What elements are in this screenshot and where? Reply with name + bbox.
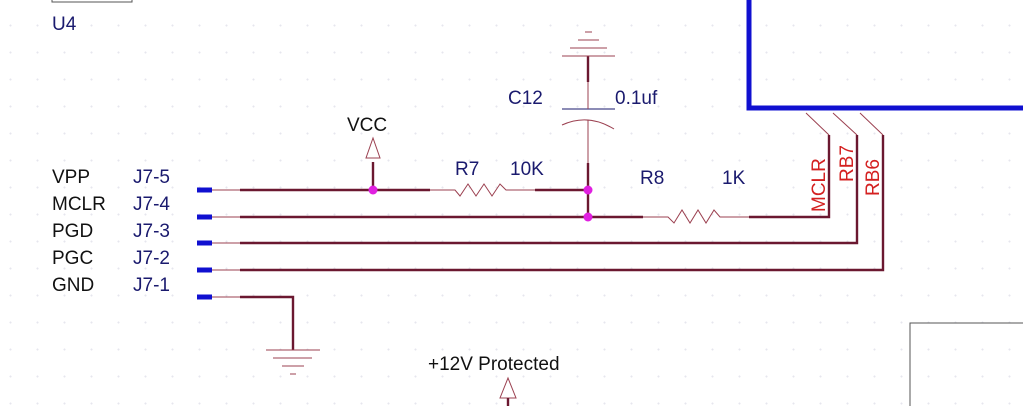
connector-pins (197, 187, 240, 300)
resistor-r8 (643, 209, 749, 224)
pin-label: J7-2 (133, 248, 170, 269)
vcc-label: VCC (347, 115, 387, 136)
r8-value: 1K (722, 168, 746, 189)
connector-labels: VPP MCLR PGD PGC GND J7-5 J7-4 J7-3 J7-2… (52, 167, 170, 296)
component-box (909, 322, 1023, 406)
wire-mclr (240, 135, 831, 219)
u4-box (51, 0, 133, 3)
capacitor-c12 (561, 119, 615, 130)
r7-ref: R7 (455, 159, 479, 180)
ic-pin-rb7: RB7 (837, 145, 858, 182)
wire-pgd (240, 135, 859, 245)
power-12v-symbol (499, 376, 517, 399)
c12-value: 0.1uf (615, 88, 658, 109)
r8-ref: R8 (640, 168, 664, 189)
ic-pin-rb6: RB6 (863, 159, 884, 196)
wire-gnd (240, 295, 295, 350)
resistor-r7 (430, 183, 535, 197)
pin-label: J7-4 (133, 194, 170, 215)
power-label-12v: +12V Protected (428, 354, 560, 375)
wire-pgc (240, 135, 885, 272)
ic-pin-mclr: MCLR (809, 158, 830, 212)
junction-dots (368, 185, 593, 222)
signal-label: MCLR (52, 194, 106, 215)
signal-label: VPP (52, 167, 90, 188)
ic-body (746, 0, 1023, 111)
r7-value: 10K (510, 159, 544, 180)
signal-label: GND (52, 275, 94, 296)
u4-ref: U4 (52, 14, 77, 35)
signal-label: PGD (52, 221, 93, 242)
ground-icon (266, 349, 320, 375)
pin-label: J7-5 (133, 167, 170, 188)
signal-label: PGC (52, 248, 93, 269)
pin-label: J7-1 (133, 275, 170, 296)
c12-ref: C12 (508, 88, 543, 109)
ground-icon (562, 31, 615, 57)
pin-label: J7-3 (133, 221, 170, 242)
vcc-power-symbol (365, 136, 381, 159)
